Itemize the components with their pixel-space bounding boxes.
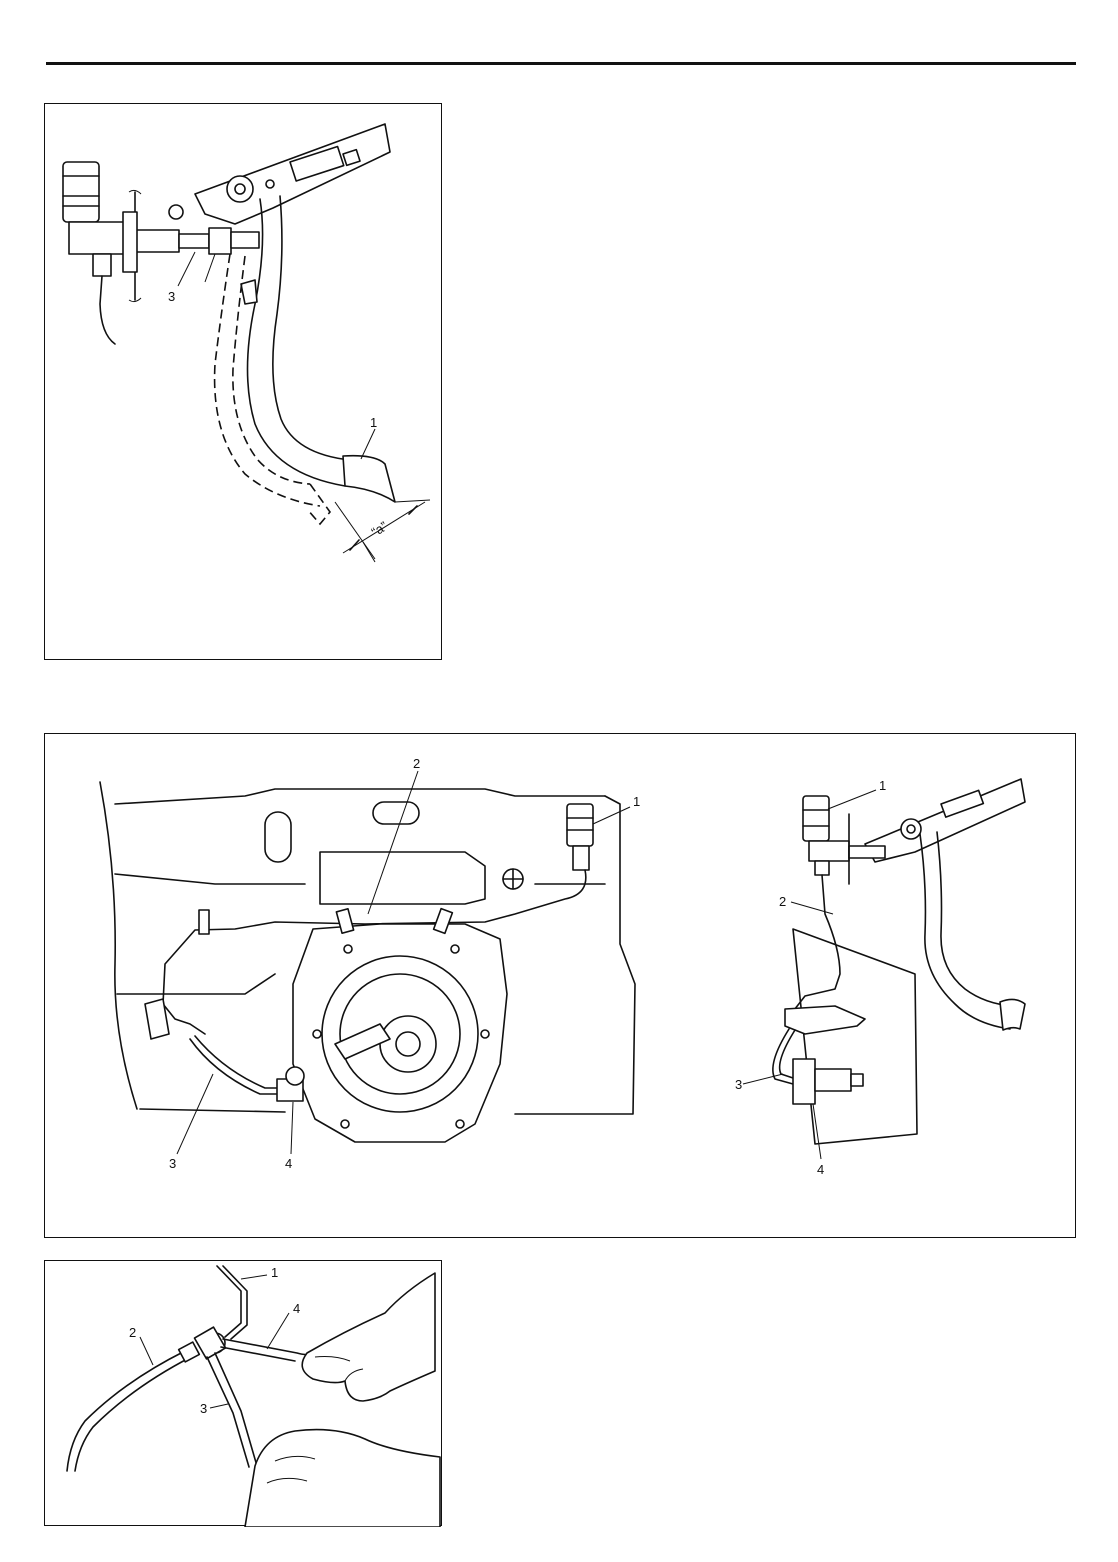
pipe-label-3: 3	[200, 1401, 207, 1416]
pedal-label-3: 3	[168, 289, 175, 304]
pipe-label-4: 4	[293, 1301, 300, 1316]
clutch-routing-drawing: 2 1 3 4 1 2	[45, 734, 1077, 1239]
routing-right-label-1: 1	[879, 778, 886, 793]
routing-left-label-4: 4	[285, 1156, 292, 1171]
routing-left-label-2: 2	[413, 756, 420, 771]
clutch-pedal-drawing: 1 3 “a”	[45, 104, 443, 661]
routing-left-label-3: 3	[169, 1156, 176, 1171]
pipe-removal-drawing: 1 2 3 4	[45, 1261, 443, 1527]
routing-left-label-1: 1	[633, 794, 640, 809]
pedal-label-1: 1	[370, 415, 377, 430]
pipe-label-2: 2	[129, 1325, 136, 1340]
pipe-label-1: 1	[271, 1265, 278, 1280]
figure-clutch-routing: 2 1 3 4 1 2	[44, 733, 1076, 1238]
routing-right-label-2: 2	[779, 894, 786, 909]
figure-pipe-removal: 1 2 3 4	[44, 1260, 442, 1526]
routing-right-label-4: 4	[817, 1162, 824, 1177]
figure-clutch-pedal: 1 3 “a”	[44, 103, 442, 660]
pedal-dimension-a: “a”	[369, 518, 390, 539]
routing-right-label-3: 3	[735, 1077, 742, 1092]
header-rule	[46, 62, 1076, 65]
